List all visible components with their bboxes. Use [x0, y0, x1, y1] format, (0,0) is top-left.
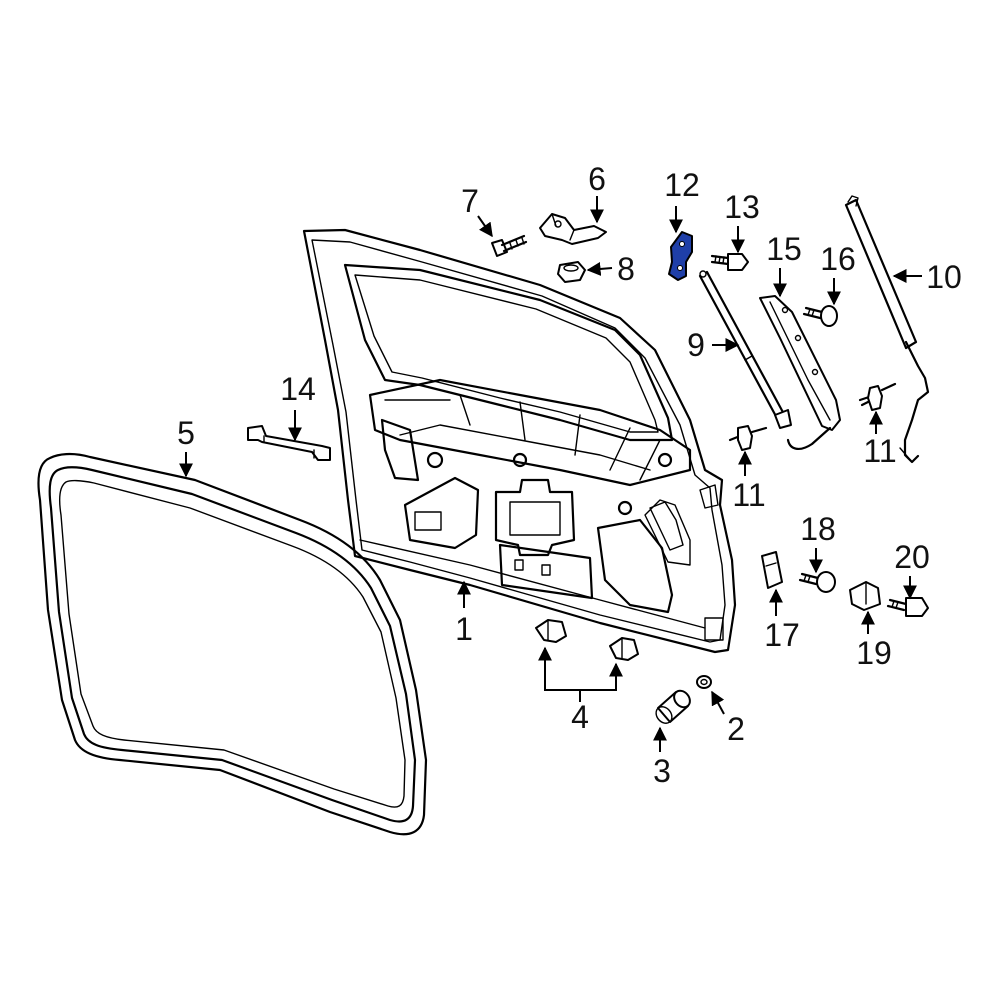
callout-7[interactable]: 7 — [461, 183, 479, 219]
washer[interactable] — [696, 675, 712, 689]
callout-5[interactable]: 5 — [177, 415, 195, 451]
bolt-20[interactable] — [886, 597, 929, 617]
bolt-13[interactable] — [710, 253, 749, 271]
callout-20[interactable]: 20 — [894, 539, 930, 575]
clip-17[interactable] — [761, 551, 783, 589]
leader-4-bracket — [544, 676, 617, 691]
bumper-wedge-right[interactable] — [609, 637, 639, 661]
leader-lines — [179, 196, 922, 752]
callout-4[interactable]: 4 — [571, 699, 589, 735]
callout-16[interactable]: 16 — [820, 241, 856, 277]
trim-strip[interactable] — [759, 295, 841, 431]
leader-2 — [711, 690, 725, 715]
callout-3[interactable]: 3 — [653, 753, 671, 789]
callout-13[interactable]: 13 — [724, 189, 760, 225]
bolt-18[interactable] — [798, 571, 836, 593]
power-strut-right[interactable] — [786, 195, 930, 464]
callout-12[interactable]: 12 — [664, 167, 700, 203]
leader-7 — [477, 215, 493, 238]
pull-handle[interactable] — [247, 425, 331, 461]
nut-8[interactable] — [557, 261, 586, 283]
callout-14[interactable]: 14 — [280, 371, 316, 407]
callout-18[interactable]: 18 — [800, 511, 836, 547]
callout-17[interactable]: 17 — [764, 617, 800, 653]
leader-8 — [586, 261, 613, 276]
cylinder-bumper[interactable] — [653, 688, 693, 727]
bolt-16[interactable] — [802, 305, 838, 327]
callout-19[interactable]: 19 — [856, 635, 892, 671]
bumper-wedge-left[interactable] — [535, 619, 567, 643]
ball-stud-left[interactable] — [728, 425, 768, 451]
hinge[interactable] — [539, 213, 607, 245]
bolt-7[interactable] — [491, 234, 528, 257]
callout-labels: 1 2 3 4 5 6 7 8 9 10 11 11 12 13 14 15 1… — [177, 161, 962, 789]
callout-6[interactable]: 6 — [588, 161, 606, 197]
callout-9[interactable]: 9 — [687, 327, 705, 363]
callout-8[interactable]: 8 — [617, 251, 635, 287]
weatherstrip-seal[interactable] — [37, 452, 428, 836]
gas-strut-left[interactable] — [698, 270, 792, 429]
callout-1[interactable]: 1 — [455, 611, 473, 647]
retainer-19[interactable] — [849, 581, 881, 611]
ball-stud-right[interactable] — [858, 382, 897, 411]
callout-11-right[interactable]: 11 — [863, 433, 896, 469]
callout-10[interactable]: 10 — [926, 259, 962, 295]
callout-11-left[interactable]: 11 — [732, 477, 765, 513]
bracket-12-highlighted[interactable] — [668, 231, 693, 281]
liftgate-panel[interactable] — [302, 228, 737, 654]
callout-2[interactable]: 2 — [727, 711, 745, 747]
callout-15[interactable]: 15 — [766, 231, 802, 267]
